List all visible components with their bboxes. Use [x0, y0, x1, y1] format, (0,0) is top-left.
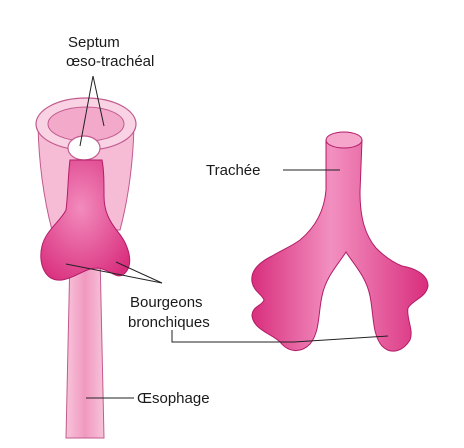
bourgeons-leader-c: [171, 330, 294, 343]
trachea-top-opening: [325, 131, 363, 149]
label-septum-line1: Septum: [68, 34, 120, 51]
septum-leader-right: [92, 75, 105, 127]
labels: Septum œso-trachéal Trachée Bourgeons br…: [66, 34, 260, 407]
label-bourgeons-line2: bronchiques: [128, 314, 210, 331]
oesophagus-tube: [65, 254, 105, 439]
label-bourgeons-line1: Bourgeons: [130, 294, 203, 311]
left-foregut-structure: [35, 97, 137, 439]
lung-bud: [40, 159, 131, 281]
label-oesophage: Œsophage: [137, 390, 210, 407]
bourgeons-leader-a: [65, 263, 163, 284]
septum-opening: [67, 135, 101, 161]
label-trachee: Trachée: [206, 162, 260, 179]
trachea-bifurcation: [251, 139, 429, 352]
septum-leader-left: [79, 75, 94, 147]
bourgeons-leader-b: [115, 261, 163, 284]
bourgeons-leader-d: [293, 335, 389, 343]
leader-lines: [65, 75, 389, 399]
label-septum-line2: œso-trachéal: [66, 53, 154, 70]
right-trachea-structure: [251, 131, 429, 352]
